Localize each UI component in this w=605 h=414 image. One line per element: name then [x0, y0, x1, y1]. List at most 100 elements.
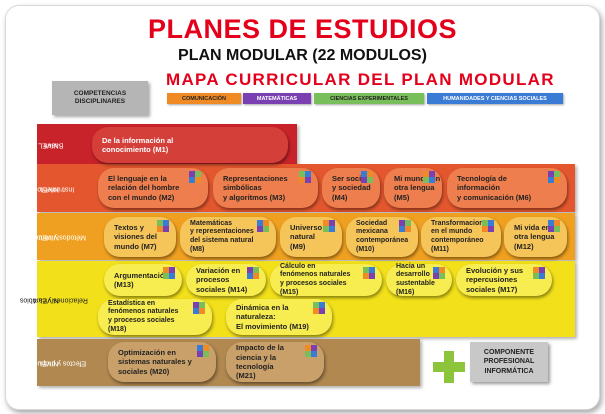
competency-marker-square — [305, 345, 311, 351]
competency-marker-square — [247, 267, 253, 273]
competency-marker-square — [361, 177, 367, 183]
competency-marker-square — [203, 345, 209, 351]
competency-marker-square — [423, 177, 429, 183]
module-m9: Universo natural (M9) — [280, 217, 342, 257]
competency-marker-square — [433, 273, 439, 279]
level-label-line: Instrumentos — [33, 185, 75, 193]
legend-matematicas: MATEMÁTICAS — [243, 93, 311, 104]
level-label-line: Bases — [44, 141, 64, 149]
module-text: El lenguaje en la relación del hombre co… — [108, 173, 180, 202]
module-text: Argumentación (M13) — [114, 270, 170, 289]
competency-marker-square — [548, 226, 554, 232]
competency-marker-square — [197, 351, 203, 357]
map-title: MAPA CURRICULAR DEL PLAN MODULAR — [166, 70, 555, 89]
competency-marker-square — [163, 267, 169, 273]
module-m12: Mi vida en otra lengua (M12) — [504, 217, 567, 257]
competency-marker-square — [319, 302, 325, 308]
competency-marker-square — [257, 220, 263, 226]
competency-marker-icon — [313, 302, 325, 314]
competency-marker-square — [439, 273, 445, 279]
competency-marker-square — [329, 226, 335, 232]
competency-marker-square — [203, 351, 209, 357]
competency-marker-icon — [163, 267, 175, 279]
legend-humanidades: HUMANIDADES Y CIENCIAS SOCIALES — [427, 93, 563, 104]
competency-marker-icon — [361, 171, 373, 183]
legend-label: HUMANIDADES Y CIENCIAS SOCIALES — [443, 95, 547, 102]
competency-marker-square — [247, 273, 253, 279]
page-title: PLANES DE ESTUDIOS — [147, 14, 458, 44]
competency-marker-square — [433, 267, 439, 273]
legend-label: COMUNICACIÓN — [182, 95, 226, 102]
competency-marker-square — [311, 351, 317, 357]
level-label-line: Efectos y propuestas — [21, 359, 87, 367]
competency-marker-square — [195, 177, 201, 183]
module-m21: Impacto de la ciencia y la tecnología (M… — [226, 342, 324, 382]
competency-marker-icon — [548, 171, 560, 183]
competency-marker-square — [263, 226, 269, 232]
competency-marker-square — [305, 171, 311, 177]
competency-marker-square — [548, 177, 554, 183]
competency-marker-icon — [257, 220, 269, 232]
legend-comunicacion: COMUNICACIÓN — [167, 93, 241, 104]
module-text: De la información al conocimiento (M1) — [102, 135, 174, 154]
module-text: Representaciones simbólicas y algoritmos… — [223, 173, 288, 202]
competency-marker-square — [369, 273, 375, 279]
module-text: Transformaciones en el mundo contemporán… — [431, 219, 492, 253]
competency-marker-square — [363, 273, 369, 279]
competency-marker-square — [533, 273, 539, 279]
professional-component-box: COMPONENTE PROFESIONAL INFORMÁTICA — [470, 342, 548, 382]
module-m8: Matemáticas y representaciones del siste… — [180, 217, 276, 257]
module-text: Universo natural (M9) — [290, 222, 323, 251]
competency-marker-icon — [433, 267, 445, 279]
competency-marker-icon — [363, 267, 375, 279]
module-text: Dinámica en la naturaleza: El movimiento… — [236, 302, 309, 331]
competency-marker-square — [257, 226, 263, 232]
module-text: Tecnología de información y comunicación… — [457, 173, 532, 202]
module-text: Impacto de la ciencia y la tecnología (M… — [236, 343, 284, 381]
competency-marker-square — [482, 220, 488, 226]
competency-marker-square — [548, 171, 554, 177]
competency-marker-icon — [533, 267, 545, 279]
module-m17: Evolución y sus repercusiones sociales (… — [456, 264, 552, 296]
competency-marker-square — [405, 220, 411, 226]
module-m4: Ser social y sociedad (M4) — [322, 168, 380, 208]
level-label-line: Métodos y contextos — [22, 233, 87, 241]
legend-label: CIENCIAS EXPERIMENTALES — [330, 95, 408, 102]
competency-marker-square — [323, 226, 329, 232]
page-subtitle: PLAN MODULAR (22 MODULOS) — [178, 47, 427, 64]
competency-marker-square — [189, 177, 195, 183]
competency-marker-square — [554, 220, 560, 226]
competency-marker-square — [319, 308, 325, 314]
module-m14: Variación en procesos sociales (M14) — [186, 264, 266, 296]
competency-marker-square — [488, 226, 494, 232]
module-m19: Dinámica en la naturaleza: El movimiento… — [226, 299, 332, 335]
competency-marker-square — [554, 171, 560, 177]
competency-marker-square — [439, 267, 445, 273]
competency-marker-square — [199, 302, 205, 308]
competency-marker-square — [163, 273, 169, 279]
competency-marker-square — [197, 345, 203, 351]
competency-marker-square — [482, 226, 488, 232]
competency-marker-square — [554, 177, 560, 183]
competency-marker-square — [399, 226, 405, 232]
competency-marker-square — [253, 267, 259, 273]
competency-marker-square — [169, 273, 175, 279]
plus-icon — [433, 351, 465, 383]
module-text: Optimización en sistemas naturales y soc… — [118, 347, 192, 376]
competency-marker-square — [367, 171, 373, 177]
competency-marker-square — [405, 226, 411, 232]
module-m18: Estadística en fenómenos naturales y pro… — [98, 299, 212, 335]
competency-marker-square — [189, 171, 195, 177]
competency-marker-icon — [193, 302, 205, 314]
competency-marker-square — [329, 220, 335, 226]
module-text: Cálculo en fenómenos naturales y proceso… — [280, 262, 351, 296]
competency-marker-icon — [247, 267, 259, 279]
competency-marker-square — [369, 267, 375, 273]
competency-marker-square — [429, 171, 435, 177]
competency-marker-square — [363, 267, 369, 273]
competency-marker-square — [299, 177, 305, 183]
competency-marker-square — [429, 177, 435, 183]
competency-marker-square — [323, 220, 329, 226]
